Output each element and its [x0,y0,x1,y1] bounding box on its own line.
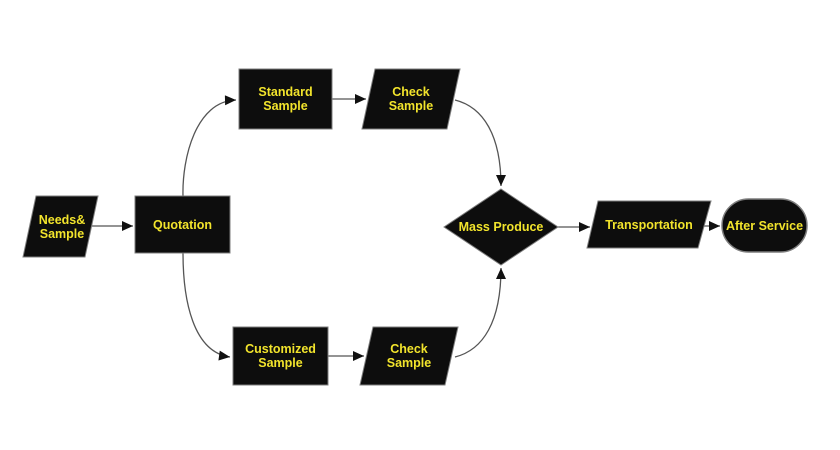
after-service-shape [721,198,808,253]
connector-check-sample-top-to-mass-produce [454,99,506,187]
quotation-shape [134,195,231,254]
standard-sample-shape [238,68,333,130]
check-sample-bottom-shape [359,326,459,386]
customized-sample-shape [232,326,329,386]
shapes [22,68,808,386]
mass-produce-shape [443,188,559,266]
connector-quotation-to-customized-sample [182,252,231,361]
connectors [92,94,720,361]
needs-sample-shape [22,195,99,258]
transportation-shape [586,200,712,249]
connector-quotation-to-standard-sample [182,95,237,197]
connector-check-sample-bottom-to-mass-produce [454,267,506,358]
check-sample-top-shape [361,68,461,130]
